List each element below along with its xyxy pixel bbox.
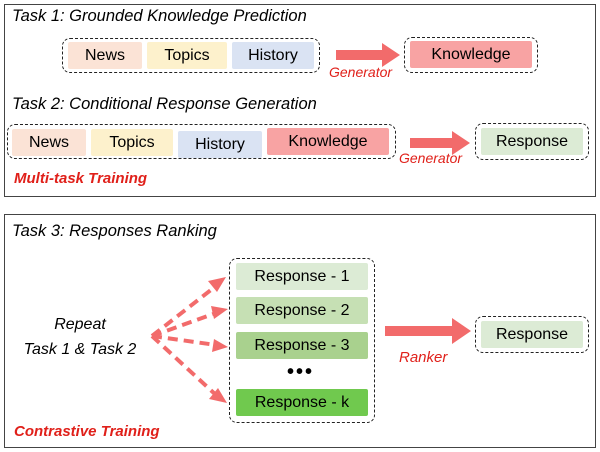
ranked-output-group xyxy=(475,316,589,353)
task1-history-chip: History xyxy=(232,42,314,69)
fan-arrowhead-1 xyxy=(208,277,226,292)
task1-generator-label: Generator xyxy=(329,64,393,80)
task2-knowledge-chip: Knowledge xyxy=(267,128,389,155)
contrastive-training-label: Contrastive Training xyxy=(14,423,160,440)
multi-task-panel xyxy=(4,4,596,197)
fan-arrow-1-line xyxy=(150,284,218,338)
ranker-label: Ranker xyxy=(399,349,448,366)
fan-arrowhead-2 xyxy=(211,306,228,319)
task1-input-group xyxy=(62,38,320,73)
task1-news-chip: News xyxy=(68,42,142,69)
task1-topics-chip: Topics xyxy=(147,42,227,69)
task2-generator-label: Generator xyxy=(399,150,463,166)
candidate-response-2: Response - 2 xyxy=(236,297,368,324)
task2-input-group xyxy=(7,124,396,159)
candidate-response-1: Response - 1 xyxy=(236,263,368,290)
multi-task-training-label: Multi-task Training xyxy=(14,170,148,187)
task2-news-chip: News xyxy=(12,129,86,156)
repeat-label-line2: Task 1 & Task 2 xyxy=(23,341,137,358)
task3-title: Task 3: Responses Ranking xyxy=(12,222,217,240)
task2-history-chip: History xyxy=(178,131,262,158)
task2-response-chip: Response xyxy=(481,128,583,155)
fan-arrowhead-k xyxy=(209,388,227,403)
fan-arrowhead-3 xyxy=(212,339,228,352)
task2-topics-chip: Topics xyxy=(91,129,173,156)
fan-arrow-2-line xyxy=(151,311,217,338)
task1-generator-arrow xyxy=(336,43,400,67)
fan-arrow-3-line xyxy=(151,334,217,347)
ellipsis: ••• xyxy=(287,361,315,383)
fan-arrow-k-line xyxy=(150,334,218,397)
candidate-responses-group xyxy=(229,258,375,423)
task1-title: Task 1: Grounded Knowledge Prediction xyxy=(12,7,307,25)
task2-generator-arrow xyxy=(410,131,470,155)
ranked-response-chip: Response xyxy=(481,321,583,348)
task2-title: Task 2: Conditional Response Generation xyxy=(12,95,317,113)
task2-output-group xyxy=(475,123,589,160)
repeat-label-line1: Repeat xyxy=(54,316,106,333)
ranker-arrow xyxy=(385,318,471,344)
candidate-response-3: Response - 3 xyxy=(236,332,368,359)
task1-output-group xyxy=(404,37,538,73)
candidate-response-k: Response - k xyxy=(236,389,368,416)
task1-knowledge-chip: Knowledge xyxy=(410,41,532,68)
